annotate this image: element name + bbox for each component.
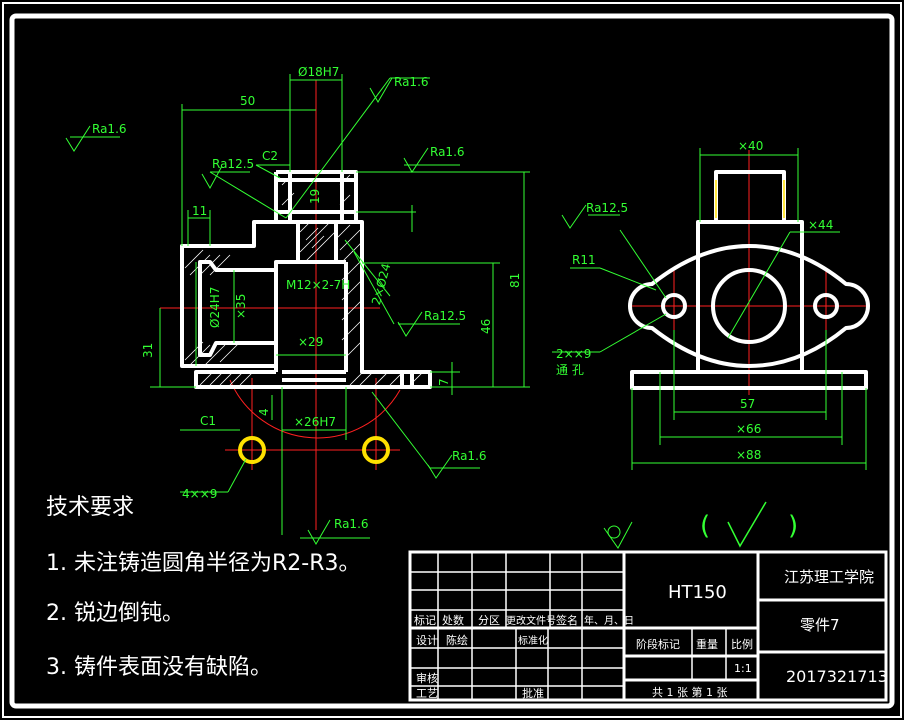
ra-top: Ra1.6 bbox=[394, 75, 429, 89]
bolt-hole-right bbox=[362, 436, 390, 464]
tech-item-1: 1. 未注铸造圆角半径为R2-R3。 bbox=[46, 551, 361, 576]
side-hole-left bbox=[661, 293, 687, 319]
tb-weight: 重量 bbox=[696, 637, 718, 651]
dim-d35: ×35 bbox=[234, 294, 248, 319]
tb-sign: 签名 bbox=[556, 613, 578, 627]
ra-12-5-b: Ra12.5 bbox=[424, 309, 466, 323]
ra-bottom-2: Ra1.6 bbox=[334, 517, 369, 531]
dim-d44: ×44 bbox=[808, 218, 833, 232]
dim-c1: C1 bbox=[200, 414, 216, 428]
tb-process: 工艺 bbox=[416, 687, 438, 700]
dim-d29: ×29 bbox=[298, 335, 323, 349]
side-hole-right bbox=[813, 293, 839, 319]
tb-stage-mark: 阶段标记 bbox=[636, 637, 680, 651]
tb-date: 年、月、日 bbox=[584, 614, 634, 627]
ra-left: Ra1.6 bbox=[92, 122, 127, 136]
bolt-circle-arc bbox=[229, 379, 401, 439]
dim-57: 57 bbox=[740, 397, 755, 411]
tb-draft-mark: 陈绘 bbox=[446, 633, 468, 647]
dim-2x-d9: 2××9 bbox=[556, 347, 591, 361]
tb-count: 处数 bbox=[442, 614, 464, 627]
tb-scale-value: 1:1 bbox=[734, 662, 752, 675]
dim-4: 4 bbox=[257, 408, 271, 416]
tech-item-3: 3. 铸件表面没有缺陷。 bbox=[46, 655, 272, 680]
dim-d40: ×40 bbox=[738, 139, 763, 153]
side-bore bbox=[711, 268, 787, 344]
roughness-close-paren: ) bbox=[788, 511, 798, 541]
dim-d88: ×88 bbox=[736, 448, 761, 462]
tb-part-name: 零件7 bbox=[800, 616, 840, 634]
tb-review: 审核 bbox=[416, 671, 438, 685]
tb-design: 设计 bbox=[416, 634, 438, 647]
side-view: ×40 Ra12.5 R11 ×44 2××9 通 孔 57 ×66 ×88 bbox=[552, 139, 870, 470]
tb-drawing-no: 2017321713 bbox=[786, 667, 888, 686]
dim-d26h7: ×26H7 bbox=[294, 415, 336, 429]
dim-19: 19 bbox=[308, 189, 322, 204]
roughness-note: ( ) bbox=[607, 501, 798, 548]
dim-2x-d24: 2×Ø24 bbox=[369, 262, 393, 307]
dim-d24h7: Ø24H7 bbox=[208, 287, 222, 328]
tb-mark: 标记 bbox=[414, 613, 436, 627]
dim-81: 81 bbox=[508, 273, 522, 288]
dim-r11: R11 bbox=[572, 253, 596, 267]
front-outline-right bbox=[194, 170, 432, 389]
tb-zone: 分区 bbox=[478, 614, 500, 627]
side-flange bbox=[628, 244, 870, 368]
ra-bottom: Ra1.6 bbox=[452, 449, 487, 463]
dim-46: 46 bbox=[479, 319, 493, 334]
side-base bbox=[630, 370, 868, 390]
inner-frame bbox=[9, 13, 895, 709]
technical-requirements: 技术要求 1. 未注铸造圆角半径为R2-R3。 2. 锐边倒钝。 3. 铸件表面… bbox=[46, 495, 361, 680]
front-view: Ø18H7 50 C2 19 11 M12×2-7H 2×Ø24 Ø24H7 ×… bbox=[65, 65, 633, 549]
roughness-open-paren: ( bbox=[700, 511, 710, 541]
dim-d18h7: Ø18H7 bbox=[298, 65, 339, 79]
tb-sheet-info: 共 1 张 第 1 张 bbox=[652, 685, 727, 699]
tb-school: 江苏理工学院 bbox=[784, 568, 874, 586]
tb-standardize: 标准化 bbox=[518, 634, 548, 647]
tech-title: 技术要求 bbox=[46, 495, 134, 520]
dim-11: 11 bbox=[192, 204, 207, 218]
dim-c2: C2 bbox=[262, 149, 278, 163]
bolt-hole-left bbox=[238, 436, 266, 464]
dim-d66: ×66 bbox=[736, 422, 761, 436]
ra-right-top: Ra1.6 bbox=[430, 145, 465, 159]
tech-item-2: 2. 锐边倒钝。 bbox=[46, 601, 184, 626]
dim-7: 7 bbox=[437, 378, 451, 386]
side-ra-12-5: Ra12.5 bbox=[586, 201, 628, 215]
tb-approve: 批准 bbox=[522, 686, 544, 700]
dim-50: 50 bbox=[240, 94, 255, 108]
dim-m12: M12×2-7H bbox=[286, 278, 350, 292]
side-top-boss bbox=[714, 170, 786, 224]
through-hole-note: 通 孔 bbox=[556, 363, 584, 377]
dim-31: 31 bbox=[141, 343, 155, 358]
title-block: 标记 处数 分区 更改文件号 签名 年、月、日 设计 陈绘 标准化 审核 工艺 … bbox=[408, 550, 888, 702]
dim-4x-d9: 4××9 bbox=[182, 487, 217, 501]
front-outline-left bbox=[180, 172, 296, 368]
tb-material: HT150 bbox=[668, 582, 727, 603]
ra-12-5-a: Ra12.5 bbox=[212, 157, 254, 171]
tb-change-doc: 更改文件号 bbox=[506, 614, 556, 627]
tb-scale: 比例 bbox=[731, 637, 753, 651]
